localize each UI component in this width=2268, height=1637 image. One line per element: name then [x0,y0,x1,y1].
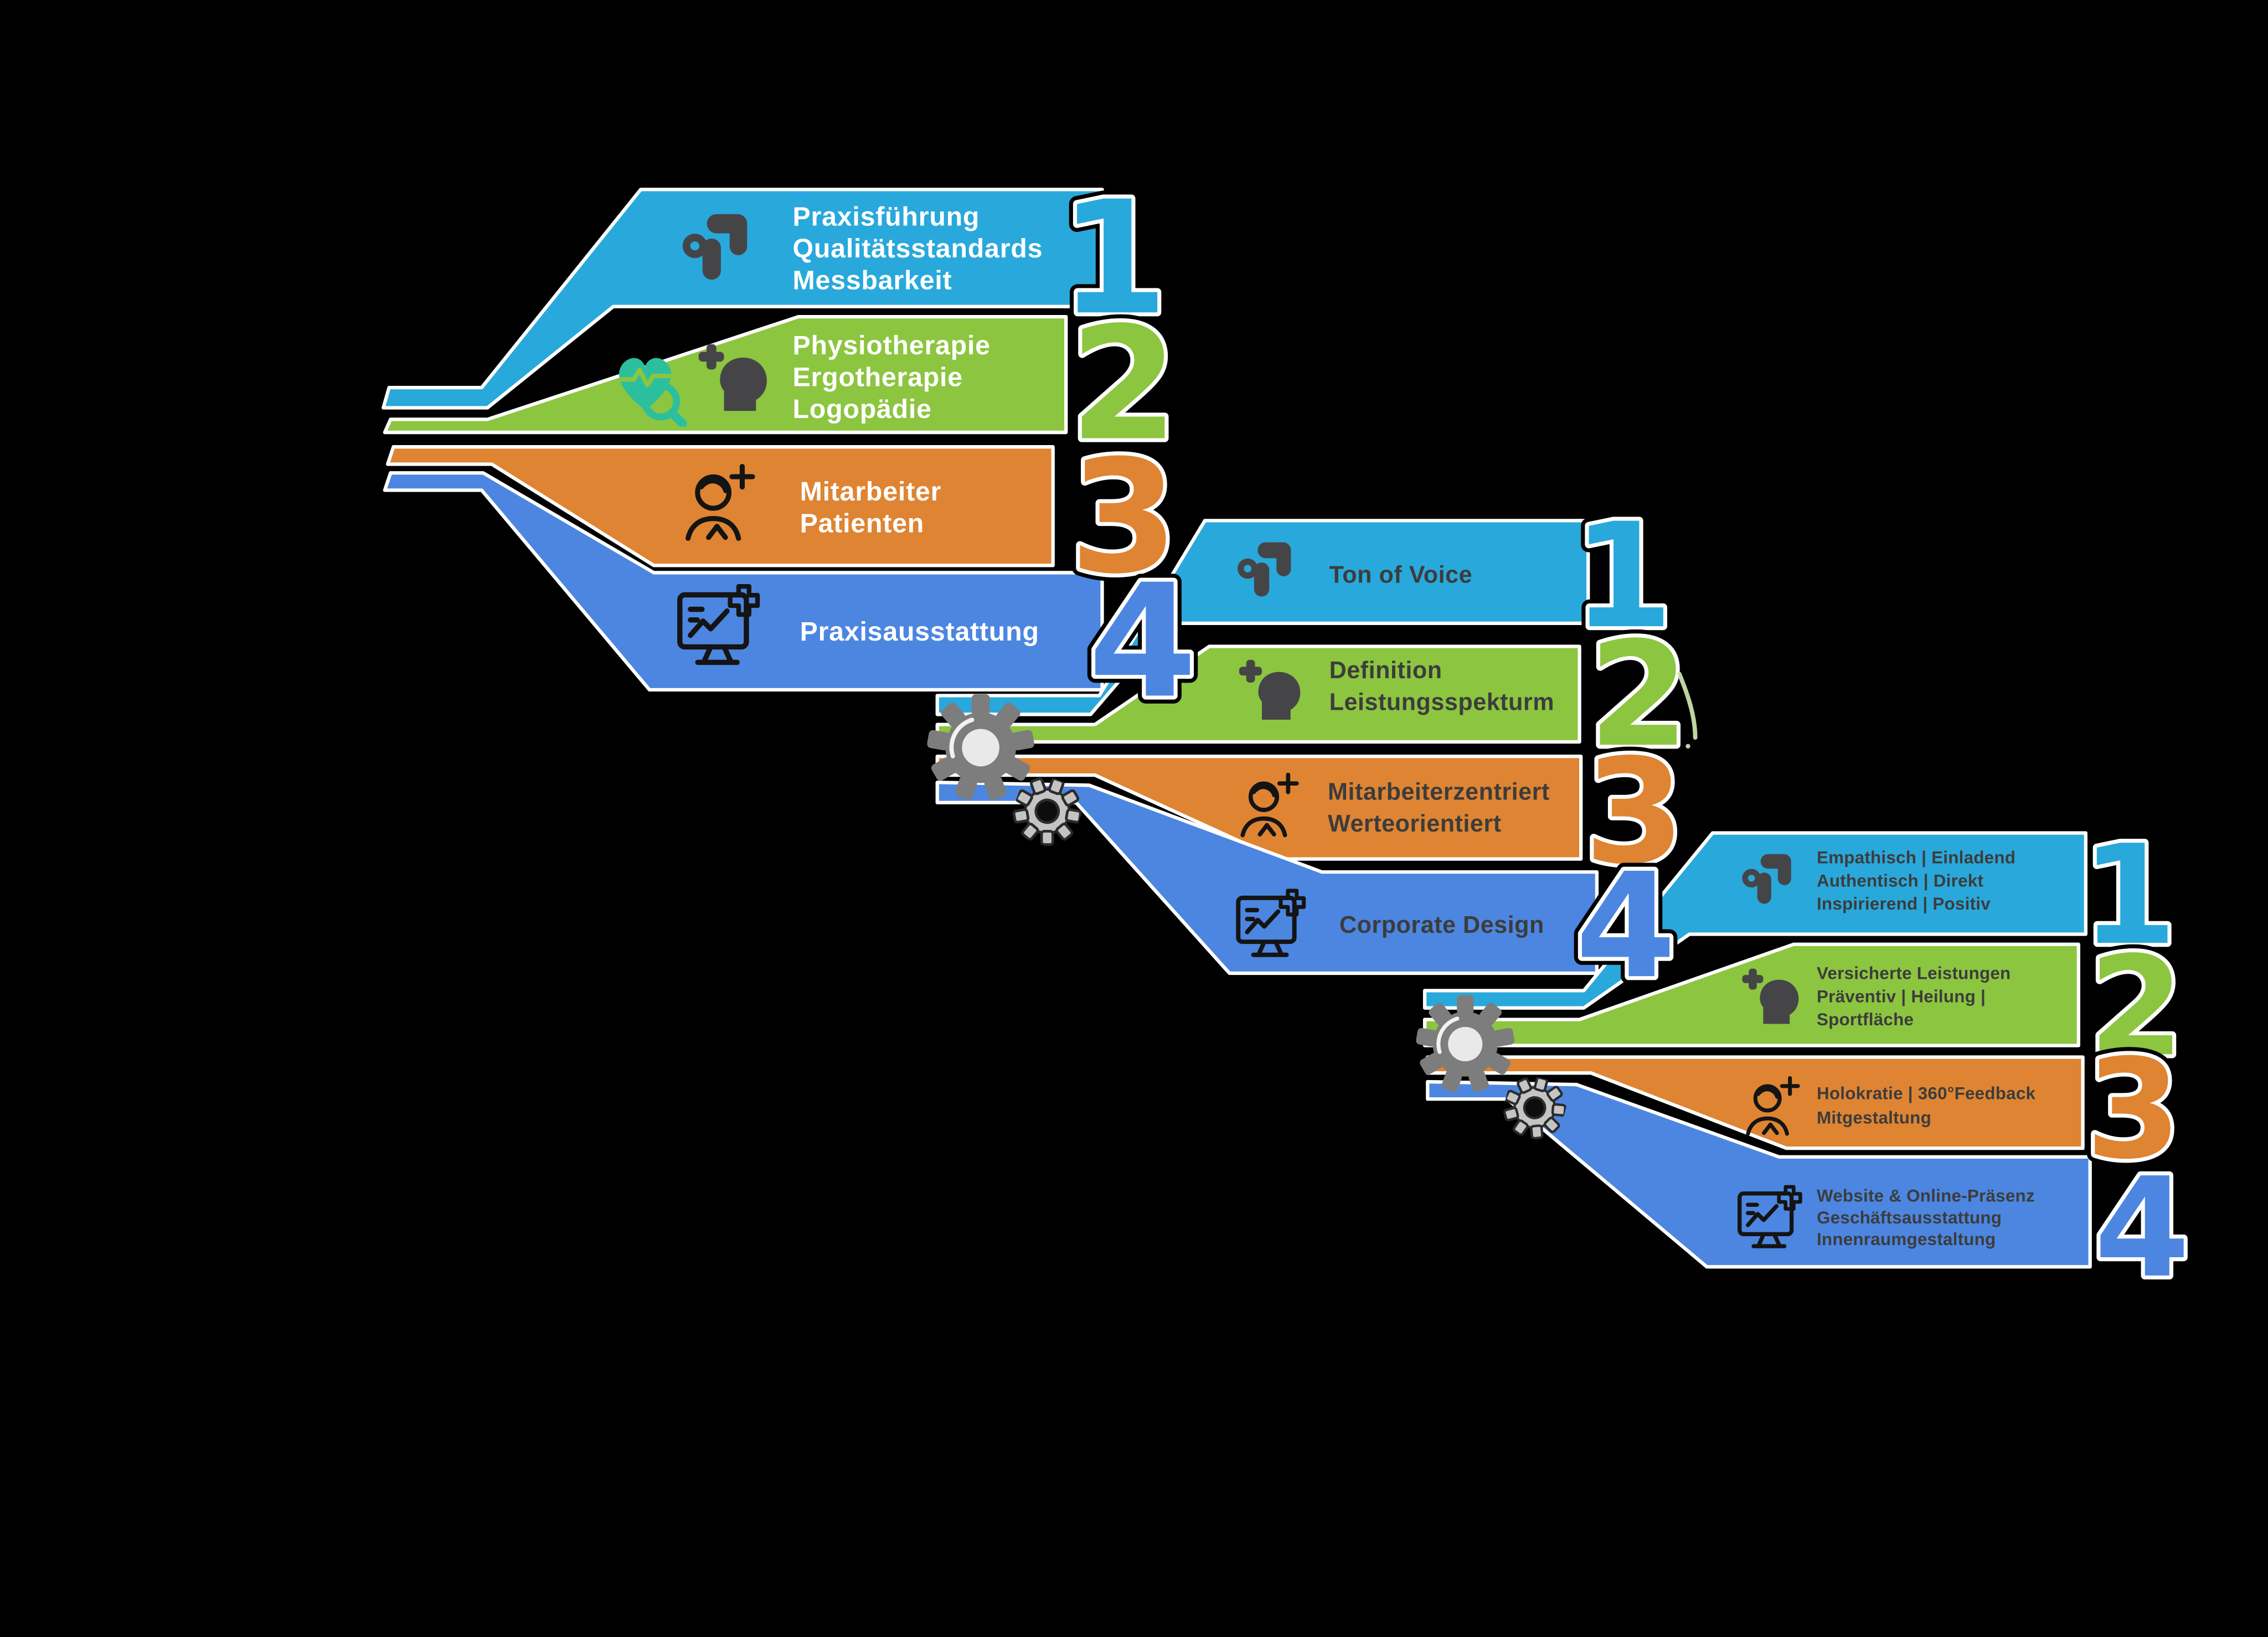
banner-label-line: Logopädie [793,394,932,424]
step-number: 4 [1575,842,1676,1010]
banner-label-line: Ton of Voice [1329,562,1472,588]
ribbon-website-presence [1426,1080,2092,1269]
step-number: 2 [1070,293,1178,476]
junction-2-small-gear-icon [1497,1071,1573,1145]
step-number: 2 [1070,293,1178,476]
step-number: 1 [1573,492,1673,660]
step-numbers: 1 1 2 2 3 3 4 4 1 1 2 2 3 3 4 4 1 1 2 2 … [1051,159,2198,1316]
banner-label-line: Praxisausstattung [800,617,1039,647]
step-number: 3 [2086,1030,2182,1190]
step-number: 4 [2094,1148,2190,1308]
junction-1-large-gear-icon [927,694,1034,801]
banner-label-line: Empathisch | Einladend [1817,848,2016,867]
step-number: 3 [1070,426,1178,608]
banner-label-line: Qualitätsstandards [793,234,1043,264]
banner-label-line: Mitarbeiter [800,477,942,507]
banner-label-line: Präventiv | Heilung | [1817,987,1986,1006]
step-number: 1 [1059,167,1168,349]
banner-label-line: Werteorientiert [1328,810,1502,837]
step-number: 2 [2089,927,2184,1087]
funnel-group-stage-3: Empathisch | Einladend Authentisch | Dir… [1422,831,2092,1269]
banner-label-line: Mitarbeiterzentriert [1328,779,1550,805]
step-number: 4 [1575,842,1676,1010]
banner-label-line: Mitgestaltung [1817,1108,1931,1128]
step-number: 2 [1589,611,1689,779]
banner-label-line: Inspirierend | Positiv [1817,894,1991,913]
banner-label-line: Holokratie | 360°Feedback [1817,1083,2036,1103]
step-number: 3 [1584,728,1685,896]
funnel-group-stage-2: Ton of Voice Definition Leistungsspektur… [935,519,1599,975]
banner-label-line: Praxisführung [793,202,980,232]
banner-label-line: Versicherte Leistungen [1817,963,2011,983]
junction-2-large-gear-icon [1416,995,1515,1093]
banner-label-line: Innenraumgestaltung [1817,1230,1996,1249]
banner-label-line: Corporate Design [1339,912,1544,938]
step-number: 3 [2086,1030,2182,1190]
banner-label-line: Ergotherapie [793,362,963,392]
banner-label-line: Definition [1329,657,1442,684]
banner-label-line: Website & Online-Präsenz [1817,1186,2035,1206]
step-number: 2 [2089,927,2184,1087]
step-number: 4 [2094,1148,2190,1308]
step-number: 3 [1070,426,1178,608]
banner-label-line: Physiotherapie [793,331,991,360]
step-number: 4 [1089,550,1197,732]
banner-label-line: Geschäftsausstattung [1817,1208,2002,1227]
step-number: 1 [2081,815,2177,975]
step-number: 4 [1089,550,1197,732]
banner-label-line: Leistungsspekturm [1329,689,1554,716]
ribbon-tone-attributes [1422,831,2087,1010]
banner-label-line: Messbarkeit [793,265,952,295]
banner-label-line: Authentisch | Direkt [1817,871,1984,890]
step-number: 1 [1059,167,1168,349]
ribbon-corporate-design [935,781,1599,975]
junction-1-small-gear-icon [1004,768,1090,854]
ribbon-praxisausstattung [383,471,1104,692]
ribbon-praxisfuehrung [382,188,1104,410]
step-number: 2 [1589,611,1689,779]
ribbon-insured-services [1422,942,2080,1047]
step-number: 1 [1573,492,1673,660]
banner-label-line: Sportfläche [1817,1010,1914,1029]
step-number: 3 [1584,728,1685,896]
banner-label-line: Patienten [800,508,925,538]
step-number: 1 [2081,815,2177,975]
funnel-group-stage-1: Praxisführung Qualitätsstandards Messbar… [382,188,1104,692]
green-smudge-artifact [1677,672,1698,749]
junction-gears [927,694,1573,1145]
